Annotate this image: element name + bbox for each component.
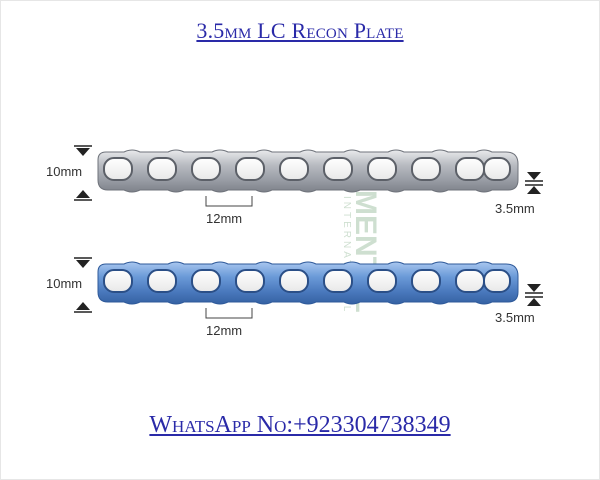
thickness-marker-silver bbox=[525, 172, 543, 194]
plate-blue: 10mm 12mm 3.5mm bbox=[46, 257, 543, 338]
thickness-label-silver: 3.5mm bbox=[495, 201, 535, 216]
spacing-label-blue: 12mm bbox=[206, 323, 242, 338]
watermark-sub: INTERNATIONAL bbox=[341, 196, 352, 314]
spacing-label-silver: 12mm bbox=[206, 211, 242, 226]
plate-silver: 10mm 12mm 3.5mm bbox=[46, 145, 543, 226]
width-marker-blue bbox=[74, 257, 92, 313]
thickness-marker-blue bbox=[525, 284, 543, 306]
plate-silver-holes bbox=[103, 157, 511, 181]
width-label-silver: 10mm bbox=[46, 164, 82, 179]
thickness-label-blue: 3.5mm bbox=[495, 310, 535, 325]
plate-blue-holes bbox=[103, 269, 511, 293]
spacing-marker-blue bbox=[205, 308, 253, 319]
width-marker-silver bbox=[74, 145, 92, 201]
whatsapp-contact: WhatsApp No:+923304738349 bbox=[149, 412, 451, 438]
page-title: 3.5mm LC Recon Plate bbox=[196, 18, 404, 43]
spacing-marker-silver bbox=[205, 196, 253, 207]
width-label-blue: 10mm bbox=[46, 276, 82, 291]
